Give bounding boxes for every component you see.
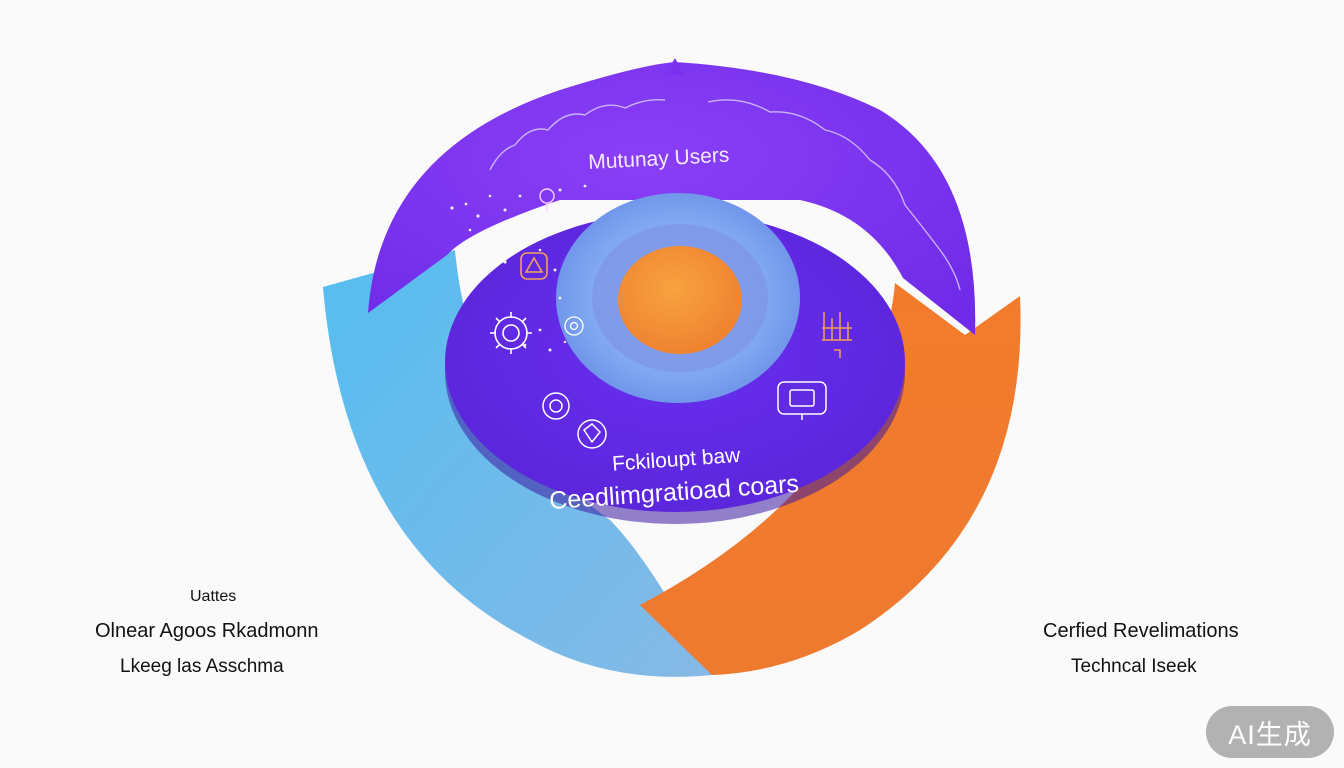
ai-generated-badge: AI生成: [1206, 706, 1334, 758]
bulb-icon: [539, 188, 555, 212]
left-caption-small: Uattes: [190, 588, 237, 605]
right-caption-line2: Techncal Iseek: [1071, 656, 1197, 677]
cube-icon: [520, 252, 548, 280]
wave-line-right: [707, 99, 961, 291]
wave-line-left: [489, 98, 666, 171]
purple-arrow-tip: [665, 58, 684, 75]
small-gear-icon: [564, 316, 584, 336]
left-caption-line1: Olnear Agoos Rkadmonn: [95, 620, 319, 642]
left-caption-line2: Lkeeg las Asschma: [120, 656, 284, 677]
orange-core: [618, 246, 742, 354]
right-caption-line1: Cerfied Revelimations: [1043, 620, 1239, 642]
monitor-icon: [777, 381, 827, 420]
cog-icon: [542, 392, 570, 420]
particle-dots: [450, 184, 587, 352]
gear-icon: [490, 312, 532, 354]
network-icon: [577, 419, 607, 449]
bar-chart-icon: [822, 312, 852, 358]
